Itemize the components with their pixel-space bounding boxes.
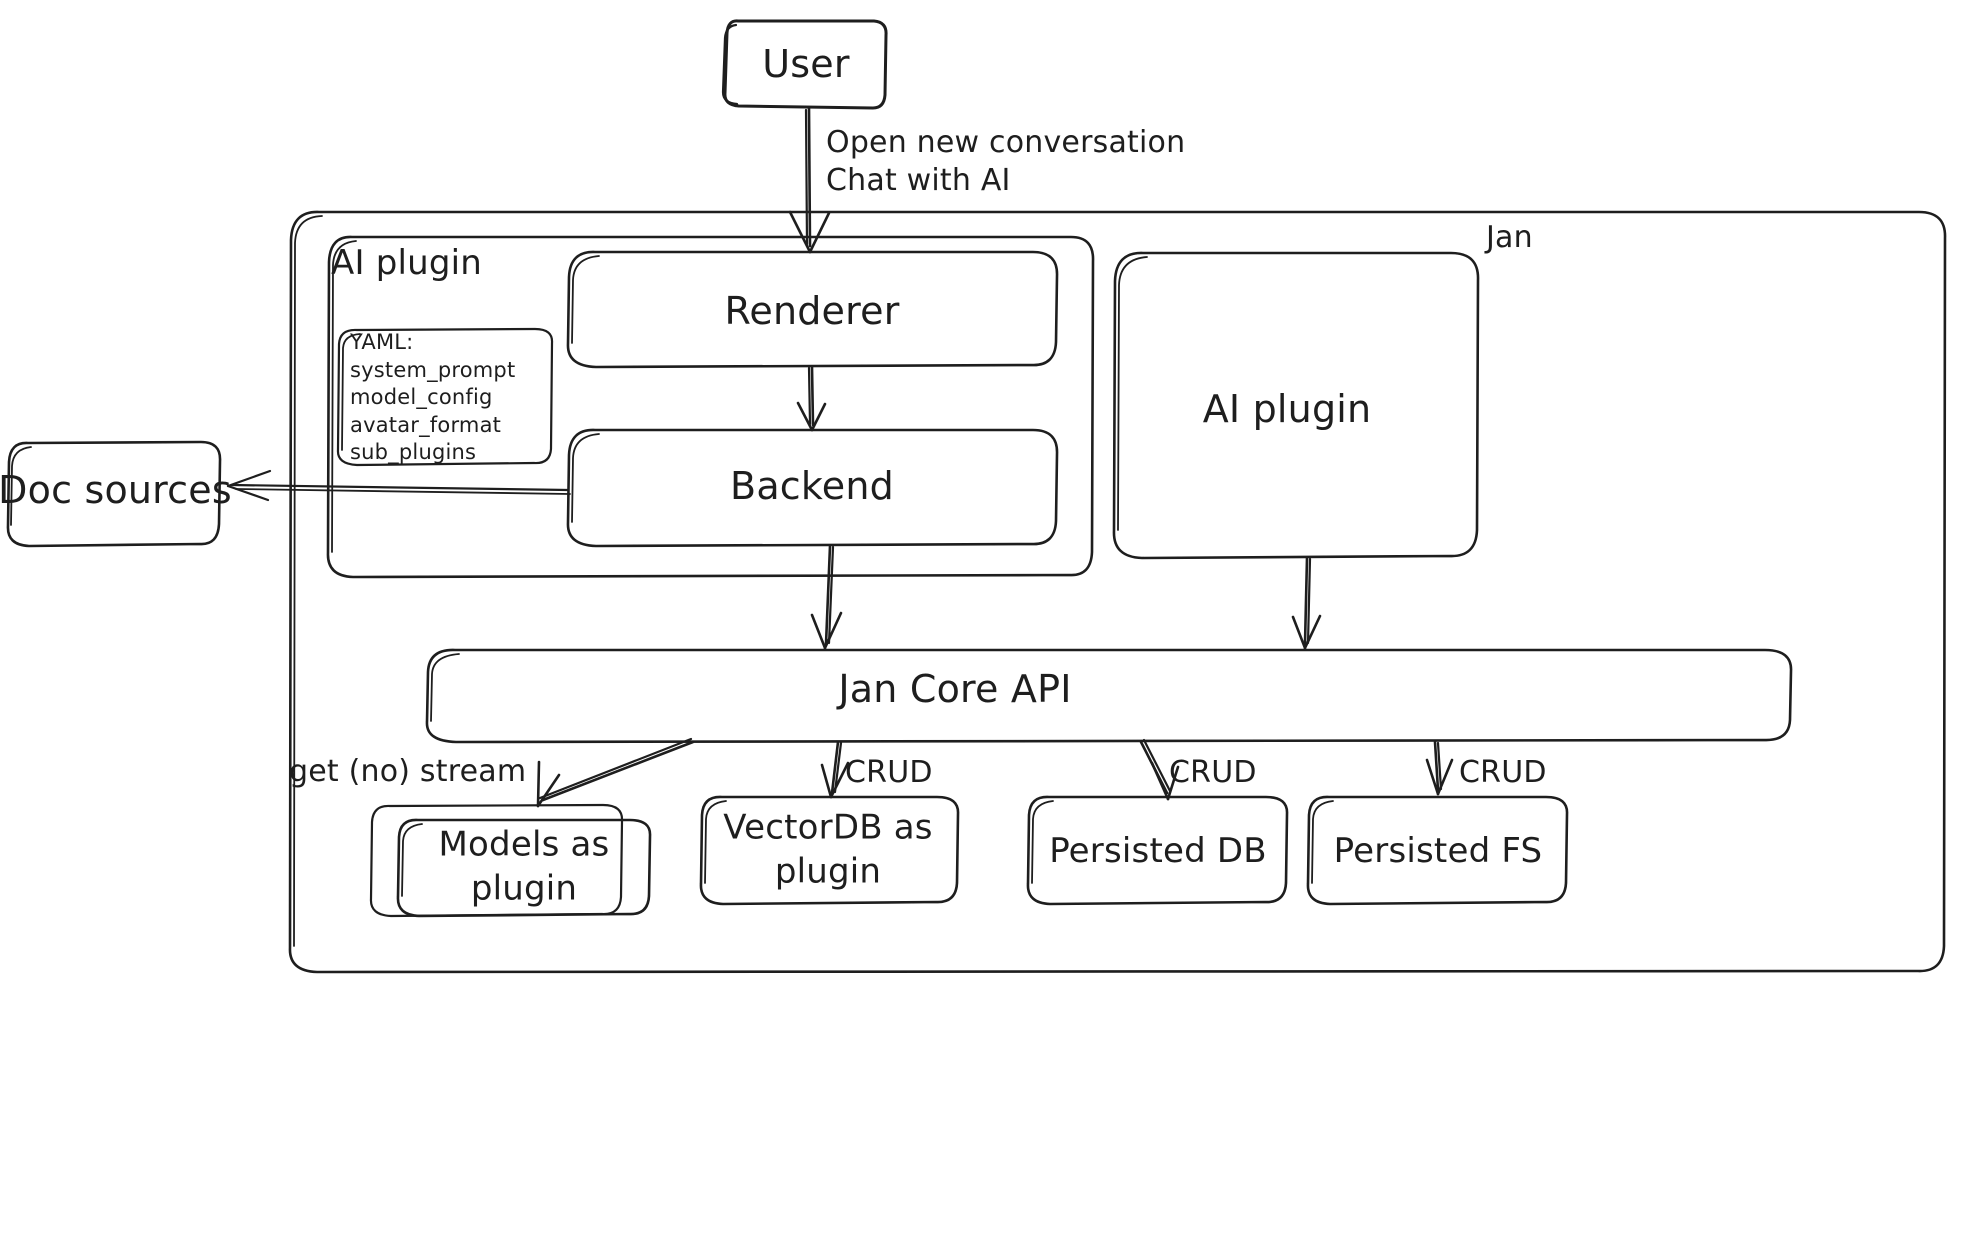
node-backend[interactable] [568,429,1058,547]
edge-renderer-to-backend [796,365,827,432]
node-yaml-note[interactable] [338,328,553,466]
node-persisted-fs-shape[interactable] [1306,795,1569,906]
node-ai-plugin-right-shape[interactable] [1112,251,1480,560]
node-persisted-db-shape[interactable] [1026,795,1289,906]
node-backend-shape[interactable] [566,428,1059,548]
node-doc-sources-shape[interactable] [6,440,222,548]
edge-core-to-fs [1425,740,1454,796]
node-jan-container-shape[interactable] [288,210,1947,974]
edge-core-to-vectordb [820,740,850,799]
node-vectordb-plugin-shape[interactable] [699,795,960,906]
node-doc-sources[interactable] [8,441,221,547]
node-models-plugin-shape[interactable] [369,803,652,918]
edge-backend-to-core [810,544,843,650]
node-user-shape[interactable] [721,19,888,110]
node-ai-plugin-right[interactable] [1114,252,1479,559]
edge-core-to-models [536,737,695,808]
node-persisted-fs[interactable] [1308,796,1568,905]
node-persisted-db[interactable] [1028,796,1288,905]
node-jan-core-api[interactable] [427,649,1792,743]
node-yaml-note-shape[interactable] [336,327,554,467]
node-vectordb-plugin[interactable] [701,796,959,905]
node-jan-core-api-shape[interactable] [425,648,1793,744]
node-renderer[interactable] [568,251,1058,368]
edge-user-to-renderer [788,106,831,254]
edge-core-to-db [1139,738,1180,801]
edge-backend-to-doc-sources [226,469,571,502]
node-ai-plugin-group-shape[interactable] [326,235,1095,579]
node-user[interactable] [725,20,887,109]
node-models-plugin[interactable] [371,804,651,917]
edge-ai-plugin-to-core [1291,556,1322,650]
node-renderer-shape[interactable] [566,250,1059,369]
